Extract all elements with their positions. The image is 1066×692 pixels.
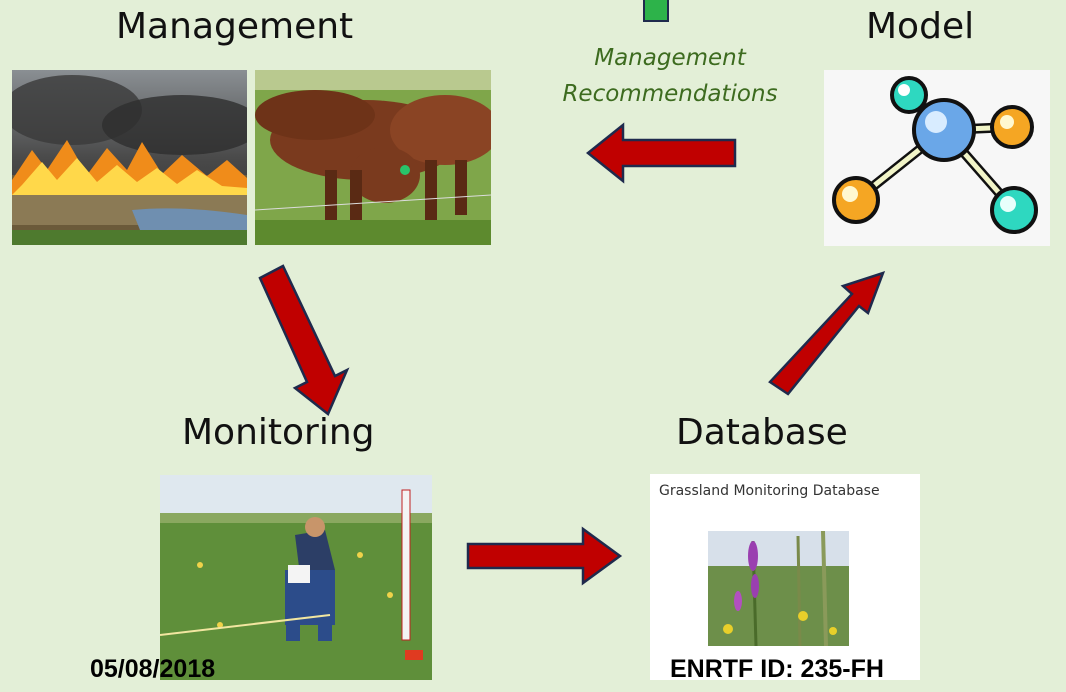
molecule-icon bbox=[832, 76, 1038, 234]
database-screenshot-title: Grassland Monitoring Database bbox=[659, 483, 880, 499]
footer-id: ENRTF ID: 235-FH bbox=[670, 655, 884, 683]
green-bar bbox=[643, 0, 669, 22]
fire-photo bbox=[12, 70, 247, 245]
database-flower-photo bbox=[708, 531, 849, 646]
arrow-model-to-management bbox=[585, 122, 737, 184]
recommendations-text: Management Recommendations bbox=[520, 40, 820, 112]
recommendations-line1: Management bbox=[594, 45, 746, 71]
database-screenshot: Grassland Monitoring Database bbox=[650, 474, 920, 680]
arrow-management-to-monitoring bbox=[255, 260, 355, 420]
cattle-photo bbox=[255, 70, 491, 245]
recommendations-line2: Recommendations bbox=[562, 81, 778, 107]
database-label: Database bbox=[676, 412, 848, 453]
model-label: Model bbox=[866, 6, 975, 47]
management-label: Management bbox=[116, 6, 354, 47]
arrow-monitoring-to-database bbox=[465, 526, 623, 586]
footer-date: 05/08/2018 bbox=[90, 655, 216, 683]
monitoring-photo bbox=[160, 475, 432, 680]
model-clipart bbox=[824, 70, 1050, 246]
arrow-database-to-model bbox=[765, 268, 895, 398]
monitoring-label: Monitoring bbox=[182, 412, 375, 453]
